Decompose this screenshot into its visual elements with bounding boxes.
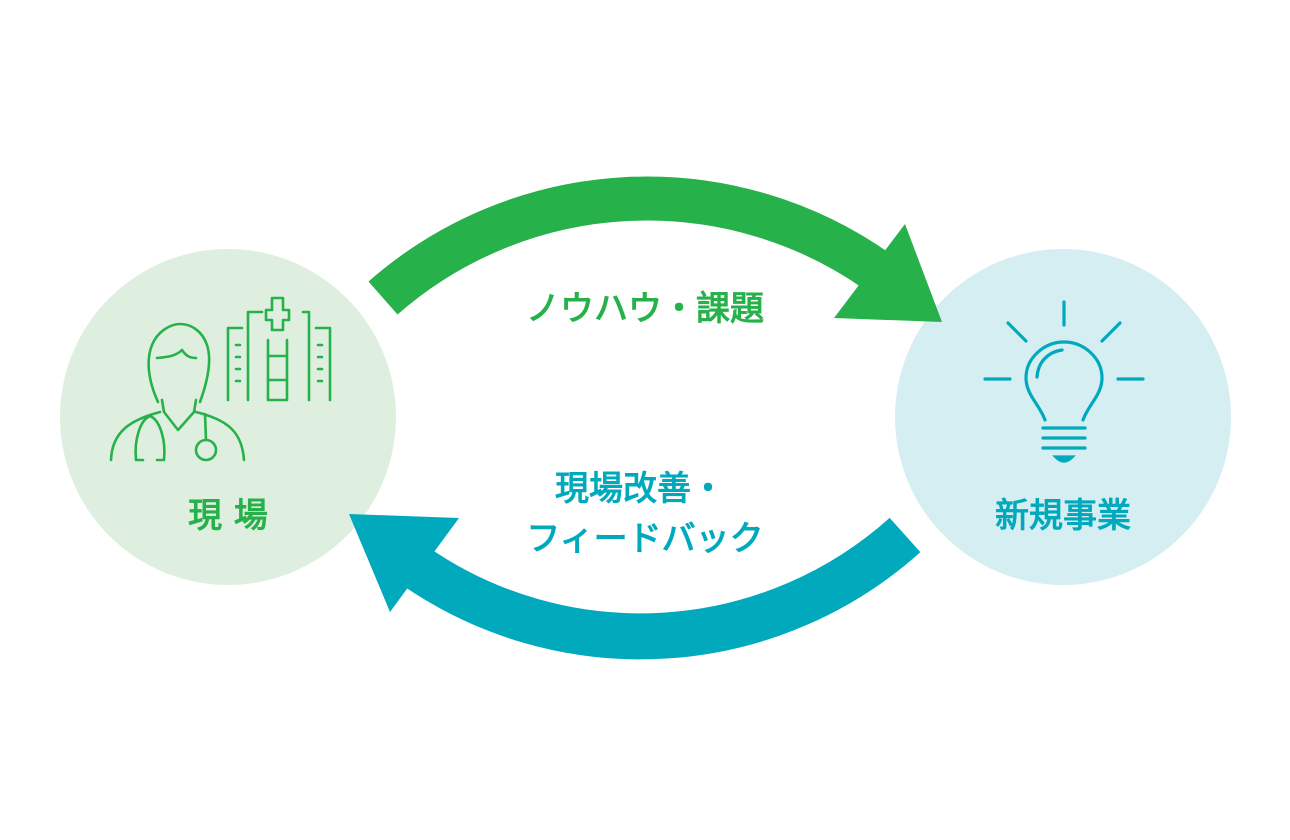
arrow-feedback-label-line2: フィードバック (526, 519, 763, 559)
arrow-knowhow-body (368, 176, 891, 315)
lightbulb-icon (983, 300, 1145, 463)
arrow-feedback-body (401, 517, 921, 660)
arrow-knowhow: ノウハウ・課題 (368, 176, 942, 329)
arrow-feedback-head (349, 514, 459, 612)
arrow-feedback-label-line1: 現場改善・ (555, 469, 725, 509)
doctor-hospital-icon (109, 296, 332, 462)
node-genba-label: 現 場 (188, 496, 268, 536)
node-shinki-jigyo: 新規事業 (895, 249, 1231, 585)
arrow-knowhow-label: ノウハウ・課題 (526, 289, 764, 329)
node-genba-circle (60, 249, 396, 585)
node-shinki-circle (895, 249, 1231, 585)
arrow-knowhow-head (834, 224, 942, 322)
arrow-feedback: 現場改善・ フィードバック (349, 469, 921, 660)
node-shinki-label: 新規事業 (995, 496, 1131, 536)
node-genba: 現 場 (60, 249, 396, 585)
